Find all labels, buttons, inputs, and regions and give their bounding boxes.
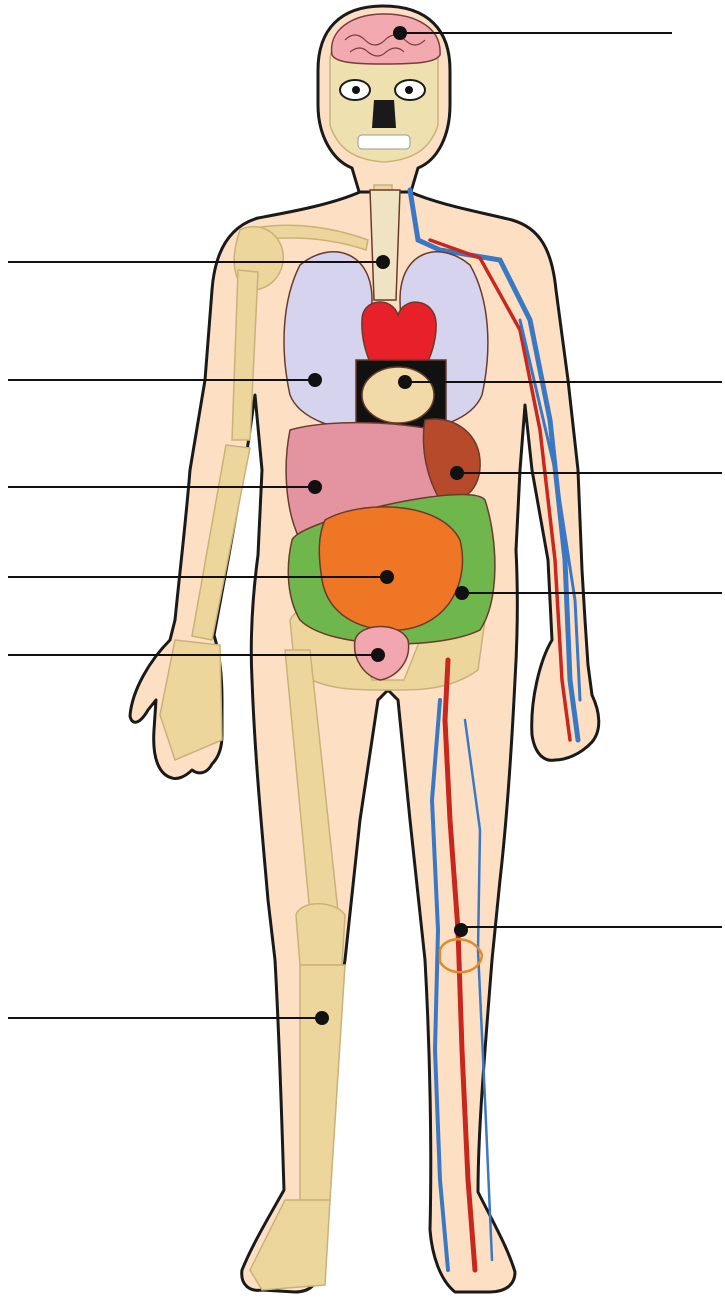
point-trachea: [376, 255, 390, 269]
tibia: [300, 965, 345, 1200]
point-heart: [398, 375, 412, 389]
point-liver: [308, 480, 322, 494]
point-lung: [308, 373, 322, 387]
point-large-intestine: [455, 586, 469, 600]
point-small-intestine: [380, 570, 394, 584]
point-bladder: [371, 648, 385, 662]
point-knee: [454, 923, 468, 937]
point-brain: [393, 26, 407, 40]
foot-bones: [250, 1200, 330, 1290]
patella: [296, 904, 345, 965]
point-stomach: [450, 466, 464, 480]
left-pupil: [352, 86, 360, 94]
point-tibia: [315, 1011, 329, 1025]
nasal-cavity: [372, 100, 396, 128]
teeth: [358, 135, 410, 149]
trachea: [370, 190, 400, 300]
small-intestine: [319, 507, 462, 630]
right-pupil: [405, 86, 413, 94]
heart-chamber: [362, 367, 434, 423]
